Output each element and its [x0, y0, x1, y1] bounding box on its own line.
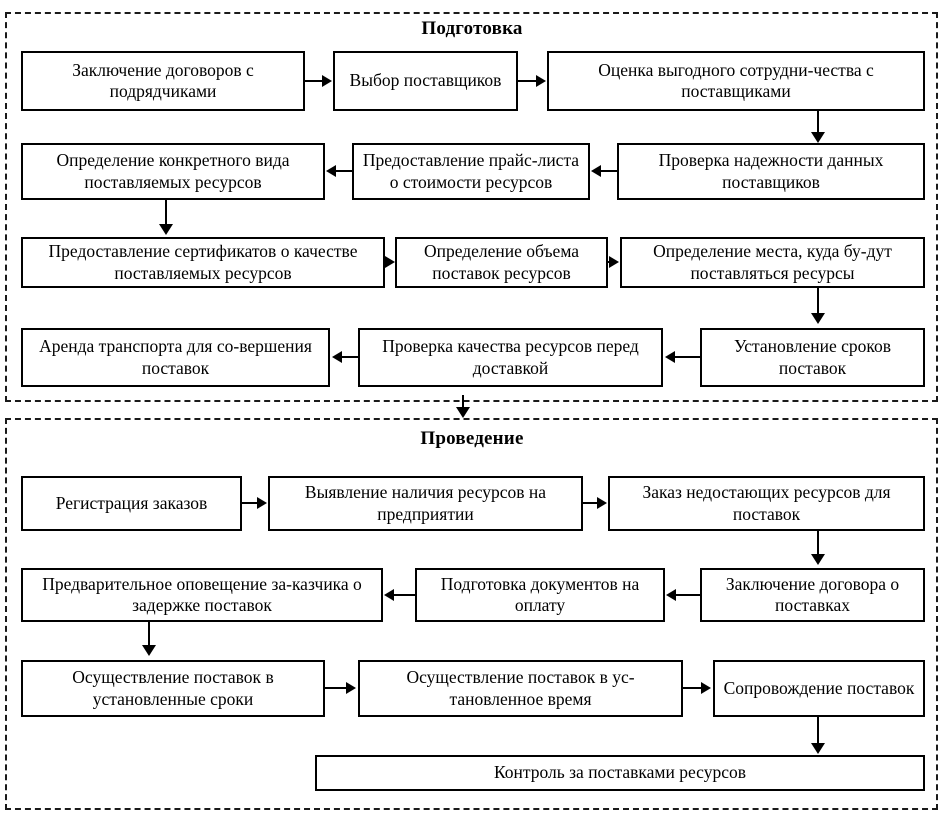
arrowhead-p11-p12: [332, 351, 342, 363]
node-e5[interactable]: Подготовка документов на оплату: [415, 568, 665, 622]
node-p3-label: Оценка выгодного сотрудни-чества с поста…: [598, 59, 874, 101]
connector-section1-section2: [462, 395, 464, 411]
arrowhead-e8-e9: [701, 682, 711, 694]
node-p6-label: Определение конкретного вида поставляемы…: [56, 150, 290, 192]
arrowhead-e3-e4: [811, 554, 825, 565]
arrowhead-p1-p2: [322, 75, 332, 87]
node-e10-label: Контроль за поставками ресурсов: [494, 762, 746, 783]
node-p2-label: Выбор поставщиков: [349, 70, 502, 91]
node-e4-label: Заключение договора о поставках: [725, 573, 900, 615]
node-e8[interactable]: Осуществление поставок в ус-тановленное …: [358, 660, 683, 717]
arrowhead-p7-p8: [385, 256, 395, 268]
node-p10[interactable]: Установление сроков поставок: [700, 328, 925, 387]
connector-e4-e5: [676, 594, 700, 596]
node-p7[interactable]: Предоставление сертификатов о качестве п…: [21, 237, 385, 288]
node-e9[interactable]: Сопровождение поставок: [713, 660, 925, 717]
arrowhead-p8-p9: [609, 256, 619, 268]
node-p9-label: Определение места, куда бу-дут поставлят…: [653, 241, 892, 283]
connector-p2-p3: [518, 80, 538, 82]
node-p10-label: Установление сроков поставок: [733, 336, 892, 378]
node-p12-label: Аренда транспорта для со-вершения постав…: [39, 336, 312, 378]
section-preparation: [5, 12, 938, 402]
node-p5-label: Предоставление прайс-листа о стоимости р…: [362, 150, 580, 192]
node-e4[interactable]: Заключение договора о поставках: [700, 568, 925, 622]
node-e6-label: Предварительное оповещение за-казчика о …: [42, 573, 362, 615]
node-p12[interactable]: Аренда транспорта для со-вершения постав…: [21, 328, 330, 387]
node-p7-label: Предоставление сертификатов о качестве п…: [48, 241, 358, 283]
connector-e3-e4: [817, 531, 819, 557]
connector-p3-p4: [817, 111, 819, 136]
node-e7[interactable]: Осуществление поставок в установленные с…: [21, 660, 325, 717]
node-e2-label: Выявление наличия ресурсов на предприяти…: [304, 482, 547, 524]
arrowhead-p3-p4: [811, 132, 825, 143]
section-preparation-title: Подготовка: [421, 18, 523, 39]
node-e2[interactable]: Выявление наличия ресурсов на предприяти…: [268, 476, 583, 531]
node-e1-label: Регистрация заказов: [55, 492, 208, 513]
section-execution: [5, 418, 938, 810]
arrowhead-p10-p11: [665, 351, 675, 363]
node-p11[interactable]: Проверка качества ресурсов перед доставк…: [358, 328, 663, 387]
arrowhead-p9-p10: [811, 313, 825, 324]
node-p2[interactable]: Выбор поставщиков: [333, 51, 518, 111]
arrowhead-e5-e6: [384, 589, 394, 601]
arrowhead-e2-e3: [597, 497, 607, 509]
connector-p6-p7: [165, 200, 167, 227]
section-execution-title: Проведение: [420, 428, 524, 449]
arrowhead-p6-p7: [159, 224, 173, 235]
node-p4-label: Проверка надежности данных поставщиков: [658, 150, 884, 192]
node-e5-label: Подготовка документов на оплату: [440, 573, 640, 615]
node-e9-label: Сопровождение поставок: [723, 677, 915, 698]
connector-e6-e7: [148, 622, 150, 648]
arrowhead-p2-p3: [536, 75, 546, 87]
connector-p1-p2: [305, 80, 324, 82]
node-p11-label: Проверка качества ресурсов перед доставк…: [382, 336, 639, 378]
connector-p10-p11: [674, 356, 700, 358]
node-e3[interactable]: Заказ недостающих ресурсов для поставок: [608, 476, 925, 531]
connector-e8-e9: [683, 687, 702, 689]
node-p6[interactable]: Определение конкретного вида поставляемы…: [21, 143, 325, 200]
node-e6[interactable]: Предварительное оповещение за-казчика о …: [21, 568, 383, 622]
node-p8[interactable]: Определение объема поставок ресурсов: [395, 237, 608, 288]
arrowhead-e7-e8: [346, 682, 356, 694]
connector-e2-e3: [583, 502, 600, 504]
arrowhead-e9-e10: [811, 743, 825, 754]
connector-e7-e8: [325, 687, 347, 689]
arrowhead-e6-e7: [142, 645, 156, 656]
connector-e1-e2: [242, 502, 259, 504]
node-p1[interactable]: Заключение договоров с подрядчиками: [21, 51, 305, 111]
connector-p11-p12: [341, 356, 358, 358]
node-e10[interactable]: Контроль за поставками ресурсов: [315, 755, 925, 791]
node-e8-label: Осуществление поставок в ус-тановленное …: [406, 667, 635, 709]
connector-p9-p10: [817, 288, 819, 316]
arrowhead-e4-e5: [666, 589, 676, 601]
arrowhead-p4-p5: [591, 165, 601, 177]
connector-e9-e10: [817, 717, 819, 746]
node-e7-label: Осуществление поставок в установленные с…: [72, 667, 274, 709]
node-p4[interactable]: Проверка надежности данных поставщиков: [617, 143, 925, 200]
node-p9[interactable]: Определение места, куда бу-дут поставлят…: [620, 237, 925, 288]
arrowhead-e1-e2: [257, 497, 267, 509]
connector-p5-p6: [335, 170, 352, 172]
arrowhead-p5-p6: [326, 165, 336, 177]
node-p1-label: Заключение договоров с подрядчиками: [72, 59, 254, 101]
arrowhead-section1-section2: [456, 407, 470, 418]
connector-p4-p5: [600, 170, 617, 172]
node-e1[interactable]: Регистрация заказов: [21, 476, 242, 531]
connector-e5-e6: [394, 594, 415, 596]
node-e3-label: Заказ недостающих ресурсов для поставок: [642, 482, 891, 524]
node-p3[interactable]: Оценка выгодного сотрудни-чества с поста…: [547, 51, 925, 111]
node-p5[interactable]: Предоставление прайс-листа о стоимости р…: [352, 143, 590, 200]
node-p8-label: Определение объема поставок ресурсов: [423, 241, 580, 283]
